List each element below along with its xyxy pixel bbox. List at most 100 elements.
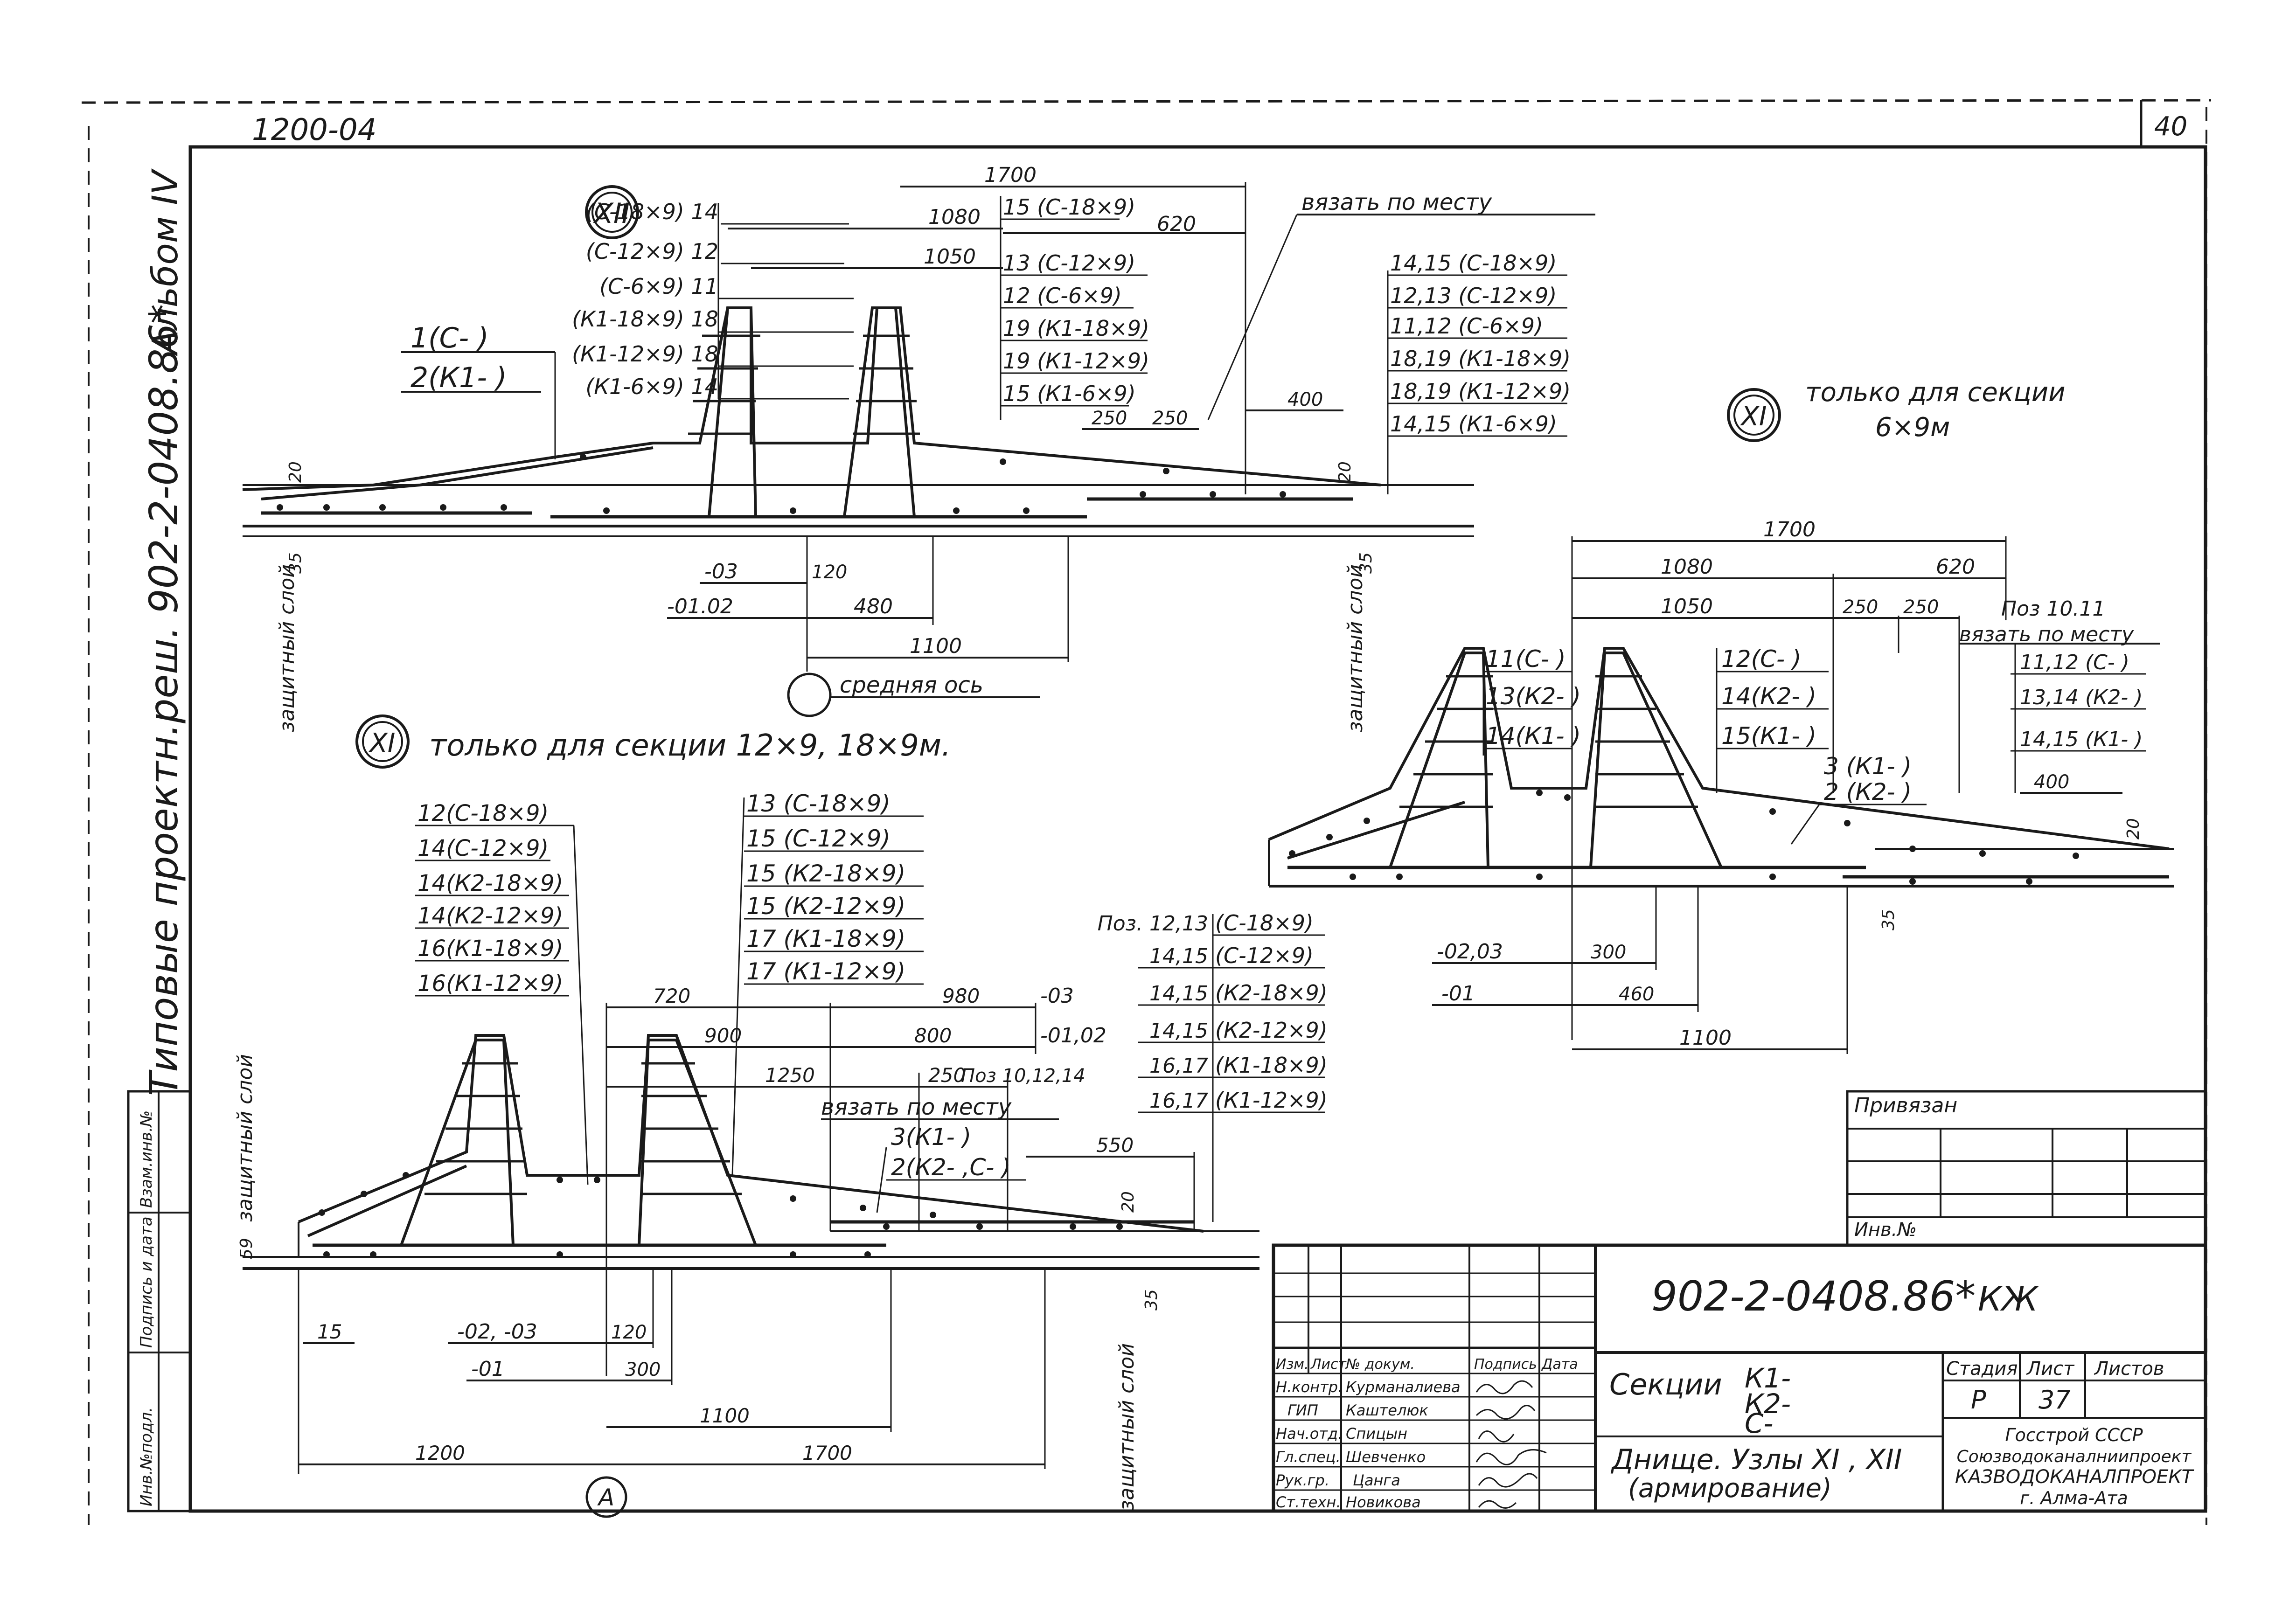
xii-mid-label-1: 13 (С-12×9) xyxy=(1003,250,1135,276)
xii-mid-label-3: 19 (К1-18×9) xyxy=(1003,316,1149,341)
xi-small-dim-620: 620 xyxy=(1936,555,1975,579)
xi-large-pos-value-0: (С-18×9) xyxy=(1215,910,1314,936)
drawing-code-top: 1200-04 xyxy=(252,113,376,147)
xi-large-left-label-4: 16(К1-18×9) xyxy=(417,936,563,962)
xi-large-left-labels: 12(С-18×9) 14(С-12×9) 14(К2-18×9) 14(К2-… xyxy=(415,800,589,1185)
xi-large-dim-59: 59 xyxy=(237,1238,256,1259)
xi-small-level-0203: -02,03 xyxy=(1437,940,1503,964)
xi-large-dim-20: 20 xyxy=(1119,1191,1138,1213)
xi-large-mid-labels: 13 (С-18×9) 15 (С-12×9) 15 (К2-18×9) 15 … xyxy=(731,790,924,1176)
stamp-role-5: Ст.техн. xyxy=(1276,1493,1341,1511)
xi-large-pos-value-2: (К2-18×9) xyxy=(1215,980,1328,1006)
xii-level-03: -03 xyxy=(704,560,738,583)
xi-small-left-label-1: 13(К2- ) xyxy=(1486,683,1581,710)
xii-right-label-3: 18,19 (К1-18×9) xyxy=(1390,346,1571,371)
stamp-title-2: К2- xyxy=(1745,1388,1791,1420)
stamp-inv-no: Инв.№ xyxy=(1854,1219,1917,1241)
xii-dim-1080: 1080 xyxy=(928,205,981,229)
xi-small-caption-1: только для секции xyxy=(1805,377,2066,408)
xi-large-pos-value-3: (К2-12×9) xyxy=(1215,1018,1328,1043)
xi-large-level-03: -03 xyxy=(1040,984,1074,1008)
xii-left-label-0: (С-18×9) 14 xyxy=(586,199,718,224)
xi-large-pos-label-0: Поз. 12,13 xyxy=(1098,912,1208,936)
stamp-name-4: Цанга xyxy=(1353,1471,1400,1489)
xi-small-right-label-0: 11,12 (С- ) xyxy=(2020,651,2129,674)
xii-left-label-4: (К1-12×9) 18 xyxy=(572,341,718,367)
xii-dim-250b: 250 xyxy=(1152,408,1188,429)
stamp-org-2: КАЗВОДОКАНАЛПРОЕКТ xyxy=(1955,1466,2195,1488)
xi-large-pos-label-5: 16,17 xyxy=(1149,1089,1208,1113)
xii-side-label-1: 2(К1- ) xyxy=(410,361,507,394)
xi-large-dim-800: 800 xyxy=(914,1024,952,1047)
xii-dim-480: 480 xyxy=(854,595,893,618)
xi-small-mid-label-1: 14(К2- ) xyxy=(1721,683,1816,710)
xii-mid-labels: 15 (С-18×9) 13 (С-12×9) 12 (С-6×9) 19 (К… xyxy=(1000,194,1149,420)
xi-small-left-label-0: 11(С- ) xyxy=(1486,645,1565,673)
xi-small-tie-note: вязать по месту xyxy=(1959,623,2134,646)
xi-large-tie-note: вязать по месту xyxy=(821,1094,1012,1120)
xii-left-label-1: (С-12×9) 12 xyxy=(586,239,718,264)
stamp-role-2: Нач.отд. xyxy=(1276,1425,1343,1443)
xi-large-rebar-label-0: 3(К1- ) xyxy=(891,1124,971,1151)
xi-large-mid-label-0: 13 (С-18×9) xyxy=(746,790,891,817)
xi-small-dim-35: 35 xyxy=(1879,909,1898,930)
xi-large-dim-900: 900 xyxy=(704,1024,742,1047)
xii-dim-35r: 35 xyxy=(1357,552,1376,574)
xi-small-dim-460: 460 xyxy=(1619,984,1654,1005)
stamp-tied-label: Привязан xyxy=(1854,1094,1957,1117)
xi-large-marker: XI xyxy=(369,728,396,758)
xii-dim-1100: 1100 xyxy=(910,634,962,658)
stamp-org-1: Союзводоканалниипроект xyxy=(1957,1447,2192,1466)
xi-large-left-label-3: 14(К2-12×9) xyxy=(417,903,563,929)
xi-small-dim-400: 400 xyxy=(2034,771,2069,793)
xi-large-dim-1700: 1700 xyxy=(802,1442,852,1464)
xi-small-bottom-label-1: 2 (К2- ) xyxy=(1824,778,1912,805)
xii-left-labels: (С-18×9) 14 (С-12×9) 12 (С-6×9) 11 (К1-1… xyxy=(572,199,854,400)
stamp-subtitle-2: (армирование) xyxy=(1628,1473,1832,1504)
xi-large-pos-table: Поз. 12,13 14,15 14,15 14,15 16,17 16,17… xyxy=(1098,910,1328,1222)
xii-mid-label-0: 15 (С-18×9) xyxy=(1003,194,1135,220)
xi-large-dim-250: 250 xyxy=(928,1064,966,1087)
xii-side-label-0: 1(С- ) xyxy=(410,322,489,354)
xi-large-dim-1250: 1250 xyxy=(765,1064,815,1087)
xi-small-marker: XI xyxy=(1740,402,1767,432)
xi-large-protective-layer-r: защитный слой xyxy=(1115,1343,1139,1511)
xii-tie-note: вязать по месту xyxy=(1301,189,1492,215)
xii-dim-1050: 1050 xyxy=(924,245,976,269)
xi-large-dim-1200: 1200 xyxy=(415,1442,465,1464)
node-xi-small: XI только для секции 6×9м 1700 1080 620 … xyxy=(1268,377,2174,1054)
xii-right-labels: 14,15 (С-18×9) 12,13 (С-12×9) 11,12 (С-6… xyxy=(1387,250,1571,494)
xii-dim-250a: 250 xyxy=(1092,408,1127,429)
xii-protective-layer: защитный слой xyxy=(275,564,299,732)
xi-large-pos-value-1: (С-12×9) xyxy=(1215,943,1314,968)
xi-small-level-01: -01 xyxy=(1441,982,1475,1006)
xi-small-mid-label-0: 12(С- ) xyxy=(1721,645,1801,673)
xi-small-dim-1700: 1700 xyxy=(1763,518,1816,541)
xi-large-pos-label-3: 14,15 xyxy=(1149,1019,1208,1043)
stamp-name-1: Каштелюк xyxy=(1346,1401,1428,1419)
xii-mid-label-2: 12 (С-6×9) xyxy=(1003,283,1122,308)
xii-level-0102: -01.02 xyxy=(667,595,733,618)
stamp-header-doc: № докум. xyxy=(1345,1356,1415,1373)
stamp-role-4: Рук.гр. xyxy=(1276,1471,1329,1489)
xi-small-dim-1080: 1080 xyxy=(1661,555,1713,579)
xi-large-dim-1100: 1100 xyxy=(700,1404,750,1427)
xii-left-label-5: (К1-6×9) 14 xyxy=(585,374,718,399)
xii-mid-label-4: 19 (К1-12×9) xyxy=(1003,348,1149,374)
album-label: Альбом IV xyxy=(144,168,186,357)
xii-dim-35l: 35 xyxy=(286,552,305,574)
stamp-name-0: Курманалиева xyxy=(1346,1378,1461,1396)
xi-large-caption: только для секции 12×9, 18×9м. xyxy=(429,728,951,763)
stamp-stage: Р xyxy=(1971,1385,1986,1415)
stamp-org-3: г. Алма-Ата xyxy=(2020,1488,2128,1508)
node-xi-large: XI только для секции 12×9, 18×9м. 12(С-1… xyxy=(233,714,1328,1518)
strip-inv-podl: Инв.№подл. xyxy=(137,1407,156,1506)
xi-large-protective-layer: защитный слой xyxy=(233,1054,257,1222)
xii-dim-1700: 1700 xyxy=(984,163,1037,187)
xi-large-left-label-0: 12(С-18×9) xyxy=(417,800,549,826)
xi-small-dim-250b: 250 xyxy=(1903,596,1939,618)
title-block: Привязан Инв.№ Изм. Лист № докум. Подпис… xyxy=(1272,1090,2207,1513)
xi-large-axis-marker: А xyxy=(597,1484,614,1511)
stamp-role-3: Гл.спец. xyxy=(1276,1448,1341,1466)
